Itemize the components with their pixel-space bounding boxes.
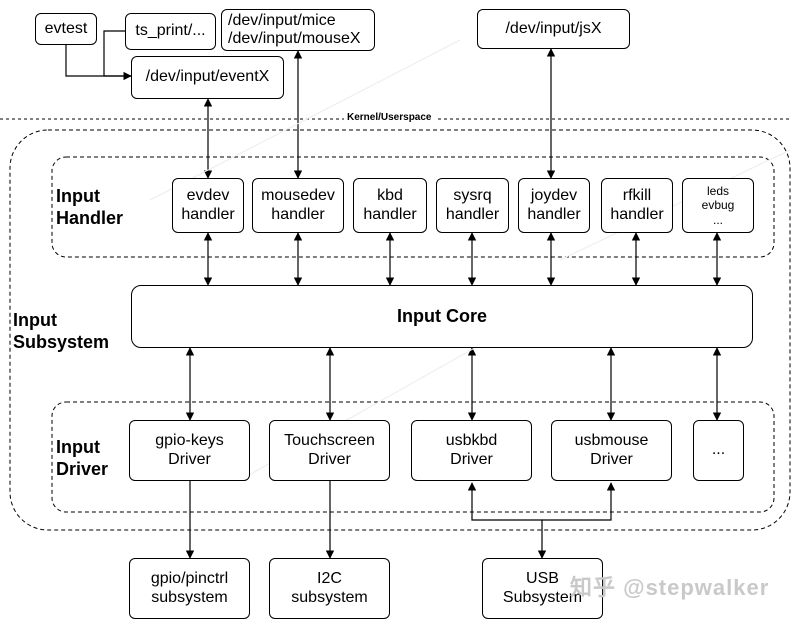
dev-input-mice-node: /dev/input/mice /dev/input/mouseX <box>221 9 375 51</box>
gpio-keys-driver-node: gpio-keys Driver <box>129 420 250 481</box>
connector-usb-usbmouse <box>542 482 616 521</box>
zhihu-watermark: 知乎 @stepwalker <box>570 575 770 600</box>
usbmouse-driver-node: usbmouse Driver <box>551 420 672 481</box>
ts-print-node: ts_print/... <box>125 13 216 50</box>
kernel-userspace-label: Kernel/Userspace <box>344 112 435 123</box>
connector-evtest-eventx <box>65 45 132 81</box>
input-subsystem-label: Input Subsystem <box>13 310 110 352</box>
joydev-handler-node: joydev handler <box>518 178 590 233</box>
input-driver-label: Input Driver <box>56 437 109 479</box>
mousedev-handler-node: mousedev handler <box>252 178 344 233</box>
usbkbd-driver-node: usbkbd Driver <box>411 420 532 481</box>
input-handler-container <box>51 156 775 258</box>
gpio-pinctrl-subsystem-node: gpio/pinctrl subsystem <box>129 558 250 619</box>
sysrq-handler-node: sysrq handler <box>436 178 509 233</box>
rfkill-handler-node: rfkill handler <box>601 178 673 233</box>
input-subsystem-container <box>9 129 791 531</box>
evdev-handler-node: evdev handler <box>172 178 244 233</box>
dev-input-eventx-node: /dev/input/eventX <box>131 56 284 99</box>
connector-usb-usbkbd <box>467 482 547 559</box>
dev-input-jsx-node: /dev/input/jsX <box>477 9 630 49</box>
leds-evbug-handler-node: leds evbug ... <box>682 178 754 233</box>
background-watermark-pattern <box>149 39 791 481</box>
input-driver-container <box>51 401 775 513</box>
other-driver-node: ... <box>693 420 744 481</box>
connector-tsprint-eventx <box>103 30 131 77</box>
touchscreen-driver-node: Touchscreen Driver <box>269 420 390 481</box>
i2c-subsystem-node: I2C subsystem <box>269 558 390 619</box>
usb-subsystem-node: USB Subsystem <box>482 558 603 619</box>
input-handler-label: Input Handler <box>56 186 124 228</box>
input-core-node: Input Core <box>131 285 753 348</box>
evtest-node: evtest <box>35 13 97 45</box>
kbd-handler-node: kbd handler <box>353 178 427 233</box>
